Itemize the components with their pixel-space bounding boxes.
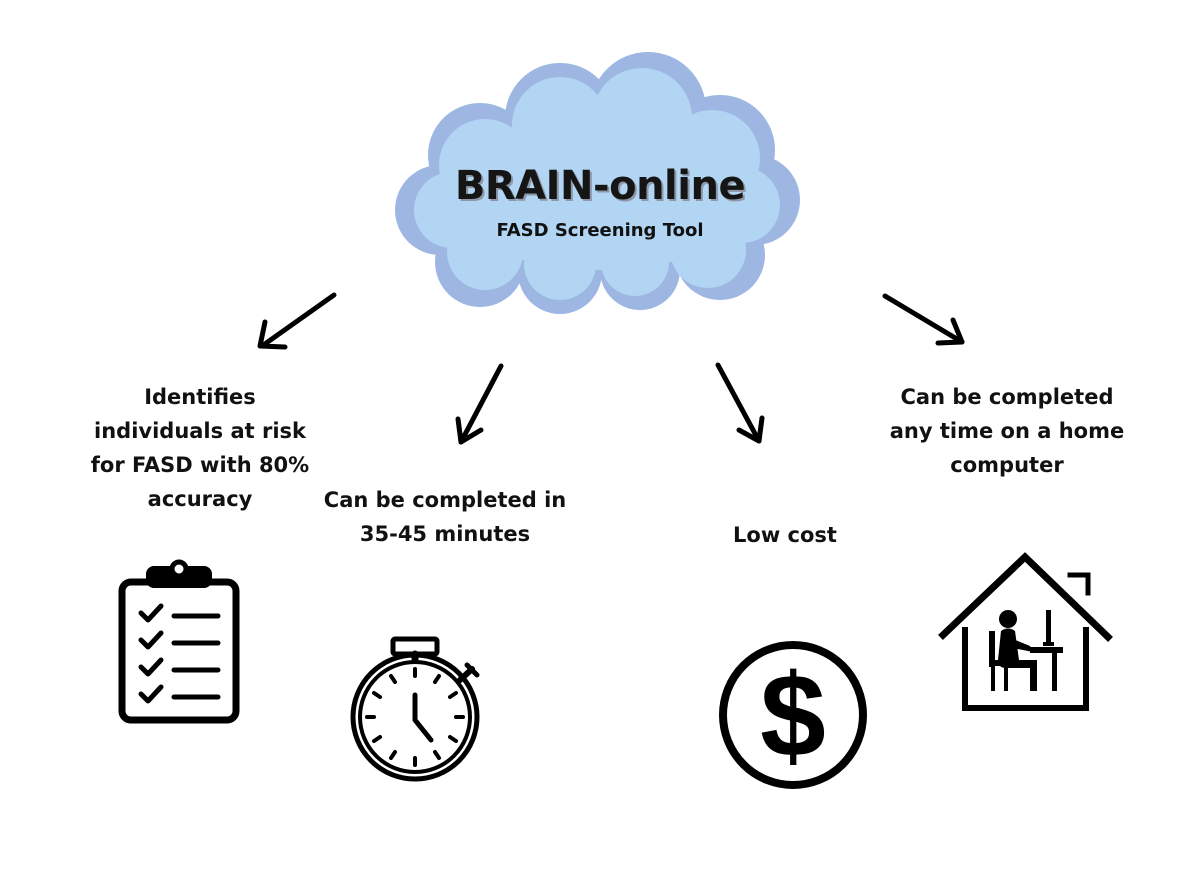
arrow-to-accuracy: [257, 292, 337, 350]
diagram-subtitle: FASD Screening Tool: [496, 220, 704, 241]
feature-label-cost: Low cost: [733, 523, 837, 547]
feature-label-accuracy: Identifies individuals at risk for FASD …: [90, 385, 310, 511]
arrow-to-home: [882, 293, 965, 346]
svg-text:$: $: [760, 650, 826, 782]
arrow-to-cost: [715, 362, 765, 444]
diagram-title: BRAIN-online: [454, 163, 746, 209]
arrow-to-duration: [455, 363, 504, 445]
feature-label-home: Can be completed any time on a home comp…: [889, 385, 1125, 477]
feature-label-duration: Can be completed in 35-45 minutes: [323, 488, 567, 546]
